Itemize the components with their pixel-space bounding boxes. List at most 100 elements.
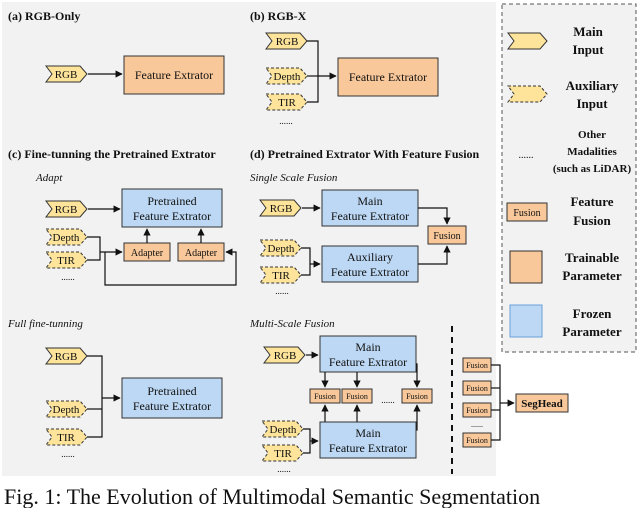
fusion-label: Fusion [466, 384, 488, 393]
legend-fusion-tag: Fusion [513, 208, 540, 219]
depth-input-tag [45, 228, 88, 246]
more-inputs-dots: ...... [61, 272, 75, 282]
pretrained-extractor-box [121, 188, 223, 228]
more-fusions-dots: ...... [471, 420, 483, 429]
legend-trainable-line1: Trainable [565, 250, 619, 265]
adapter-label: Adapter [131, 248, 164, 259]
tir-input-label: TIR [272, 270, 290, 282]
fusion-label: Fusion [466, 406, 488, 415]
full-finetuning-label: Full fine-tunning [7, 318, 83, 330]
tir-input-tag [259, 266, 302, 284]
seghead-box [515, 393, 569, 413]
legend-dots: ...... [519, 150, 534, 161]
panel-a-title: (a) RGB-Only [8, 9, 80, 23]
auxiliary-extractor-line1: Auxiliary [347, 250, 393, 264]
legend-frozen-swatch [509, 304, 543, 338]
rgb-input-label: RGB [274, 350, 297, 362]
fusion-box [401, 388, 433, 404]
tir-input-label: TIR [278, 97, 296, 109]
feature-extractor-label: Feature Extrator [135, 68, 213, 82]
main-extractor-line2: Feature Extrator [329, 355, 407, 369]
fusion-label: Fusion [314, 392, 336, 401]
depth-input-label: Depth [268, 243, 295, 255]
fusion-box [341, 388, 373, 404]
rgb-input-label: RGB [270, 203, 293, 215]
legend-other-line1: Other [578, 129, 606, 141]
depth-input-label: Depth [270, 424, 297, 436]
panel-b-title: (b) RGB-X [250, 9, 307, 23]
adapter-label: Adapter [185, 248, 218, 259]
tir-input-label: TIR [274, 448, 292, 460]
fusion-label: Fusion [346, 392, 368, 401]
seghead-label: SegHead [521, 398, 563, 410]
rgb-input-label: RGB [55, 351, 78, 363]
pretrained-extractor-line1: Pretrained [147, 384, 196, 398]
fusion-label: Fusion [433, 231, 460, 242]
legend-frozen-line1: Frozen [573, 306, 613, 321]
legend-main-input-line1: Main [573, 24, 603, 39]
feature-extractor-box [123, 55, 225, 95]
panel-d-title: (d) Pretrained Extrator With Feature Fus… [250, 147, 480, 161]
tir-input-label: TIR [57, 255, 75, 267]
single-scale-label: Single Scale Fusion [250, 172, 338, 184]
fusion-label: Fusion [466, 436, 488, 445]
depth-input-label: Depth [274, 71, 301, 83]
legend-fusion-swatch [506, 202, 548, 222]
main-extractor-line1: Main [355, 340, 380, 354]
tir-input-label: TIR [57, 432, 75, 444]
feature-extractor-box [337, 57, 439, 97]
main-extractor-box [321, 189, 419, 227]
pretrained-extractor-line2: Feature Extrator [133, 399, 211, 413]
legend-aux-input-line1: Auxiliary [566, 78, 619, 93]
fusion-label: Fusion [406, 392, 428, 401]
depth-input-tag [265, 67, 308, 85]
main-extractor-line1: Main [355, 426, 380, 440]
main-extractor-line2: Feature Extrator [331, 209, 409, 223]
legend-trainable-swatch [509, 250, 543, 284]
rgb-input-label: RGB [276, 36, 299, 48]
legend-aux-input-swatch [507, 85, 548, 103]
rgb-input-label: RGB [55, 69, 78, 81]
fusion-box [427, 225, 467, 245]
figure-caption: Fig. 1: The Evolution of Multimodal Sema… [4, 486, 541, 508]
fusion-label: Fusion [466, 361, 488, 370]
pretrained-extractor-line2: Feature Extrator [133, 209, 211, 223]
legend-panel [501, 3, 637, 353]
rgb-input-tag [265, 32, 308, 50]
legend-main-input-line2: Input [572, 42, 604, 57]
main-extractor-box [319, 421, 417, 459]
pretrained-extractor-box [121, 377, 223, 419]
rgb-input-tag [45, 65, 88, 83]
tir-input-tag [45, 251, 88, 269]
legend-feature-fusion-line2: Fusion [573, 213, 611, 228]
pretrained-extractor-line1: Pretrained [147, 194, 196, 208]
adapt-label: Adapt [35, 172, 63, 184]
legend-aux-input-line2: Input [576, 96, 608, 111]
legend-main-input-swatch [507, 32, 548, 50]
rgb-input-label: RGB [55, 204, 78, 216]
auxiliary-extractor-line2: Feature Extrator [331, 265, 409, 279]
fusion-box [309, 388, 341, 404]
more-inputs-dots: ...... [275, 286, 289, 296]
rgb-input-tag [45, 347, 88, 365]
panel-c-title: (c) Fine-tunning the Pretrained Extrator [8, 147, 216, 161]
more-inputs-dots: ...... [279, 116, 293, 126]
legend-frozen-line2: Parameter [562, 324, 621, 339]
more-fusions-dots: ...... [381, 395, 395, 405]
rgb-input-tag [259, 199, 302, 217]
legend-other-line3: (such as LiDAR) [553, 163, 632, 175]
depth-input-label: Depth [53, 404, 80, 416]
main-extractor-line1: Main [357, 194, 382, 208]
rgb-input-tag [263, 346, 306, 364]
legend-other-line2: Madalities [567, 146, 617, 158]
more-inputs-dots: ...... [277, 464, 291, 474]
depth-input-tag [45, 400, 88, 418]
main-extractor-line2: Feature Extrator [329, 441, 407, 455]
depth-input-tag [261, 420, 304, 438]
multi-scale-label: Multi-Scale Fusion [249, 318, 335, 330]
tir-input-tag [261, 444, 304, 462]
legend-feature-fusion-line1: Feature [570, 194, 613, 209]
depth-input-tag [259, 239, 302, 257]
depth-input-label: Depth [53, 232, 80, 244]
main-extractor-box [319, 335, 417, 373]
